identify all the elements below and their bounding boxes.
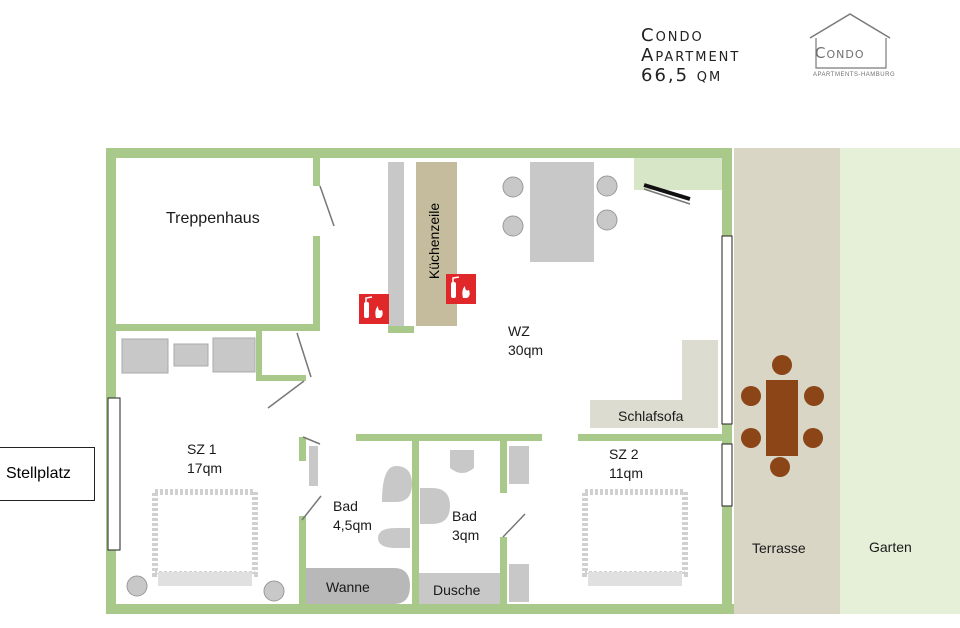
- label-sz2-name: SZ 2: [609, 446, 639, 462]
- sz1-nightstands: [126, 575, 285, 602]
- label-dusche: Dusche: [433, 582, 481, 598]
- logo-subtitle: APARTMENTS-HAMBURG: [813, 72, 896, 78]
- title-line-3: 66,5 qm: [641, 65, 723, 86]
- shower: [419, 573, 500, 604]
- cabinet-top: [509, 446, 529, 484]
- dining-chairs: [502, 175, 618, 237]
- label-wz-name: WZ: [508, 323, 530, 339]
- bad1-sink: [382, 466, 412, 502]
- label-terrasse: Terrasse: [752, 540, 806, 556]
- label-bad1-name: Bad: [333, 498, 358, 514]
- title-line-1: Condo: [641, 25, 704, 46]
- bad1-toilet: [378, 528, 410, 548]
- bad2-toilet: [450, 450, 474, 473]
- apartment-title: Condo Apartment 66,5 qm: [641, 26, 740, 86]
- fire-extinguisher-icon: [446, 274, 476, 304]
- bathtub: [306, 568, 410, 604]
- label-bad2-name: Bad: [452, 508, 477, 524]
- garden-area: [840, 148, 960, 614]
- label-treppenhaus: Treppenhaus: [166, 210, 260, 227]
- sz1-bed: [152, 489, 258, 586]
- dining-table: [530, 162, 594, 262]
- entry-cabinets: [121, 337, 256, 374]
- label-sz1-name: SZ 1: [187, 441, 217, 457]
- logo-roof-icon: [809, 13, 891, 69]
- wz-tv: [643, 183, 691, 201]
- bad1-cabinet: [309, 446, 318, 486]
- label-stellplatz: Stellplatz: [0, 447, 95, 501]
- label-kuechenzeile: Küchenzeile: [426, 202, 443, 280]
- fire-extinguisher-icon: [359, 294, 389, 324]
- label-sz2-area: 11qm: [609, 465, 643, 481]
- door-swings: [267, 185, 691, 538]
- windows: [107, 235, 733, 551]
- bad2-sink: [420, 488, 450, 524]
- interior-walls: [116, 158, 722, 607]
- title-line-2: Apartment: [641, 45, 741, 66]
- label-wanne: Wanne: [326, 579, 370, 595]
- sz2-bed: [582, 489, 688, 586]
- kitchen-counter-left: [388, 162, 404, 326]
- label-garten: Garten: [869, 539, 912, 555]
- label-bad1-area: 4,5qm: [333, 517, 372, 533]
- terrace-table: [766, 380, 798, 456]
- cabinet-bottom: [509, 564, 529, 602]
- terrace-chairs: [741, 355, 824, 477]
- label-bad2-area: 3qm: [452, 527, 480, 543]
- label-schlafsofa: Schlafsofa: [618, 408, 684, 424]
- schlafsofa-shape: [590, 340, 718, 428]
- logo-word: Condo: [815, 44, 865, 62]
- label-wz-area: 30qm: [508, 342, 544, 358]
- label-sz1-area: 17qm: [187, 460, 223, 476]
